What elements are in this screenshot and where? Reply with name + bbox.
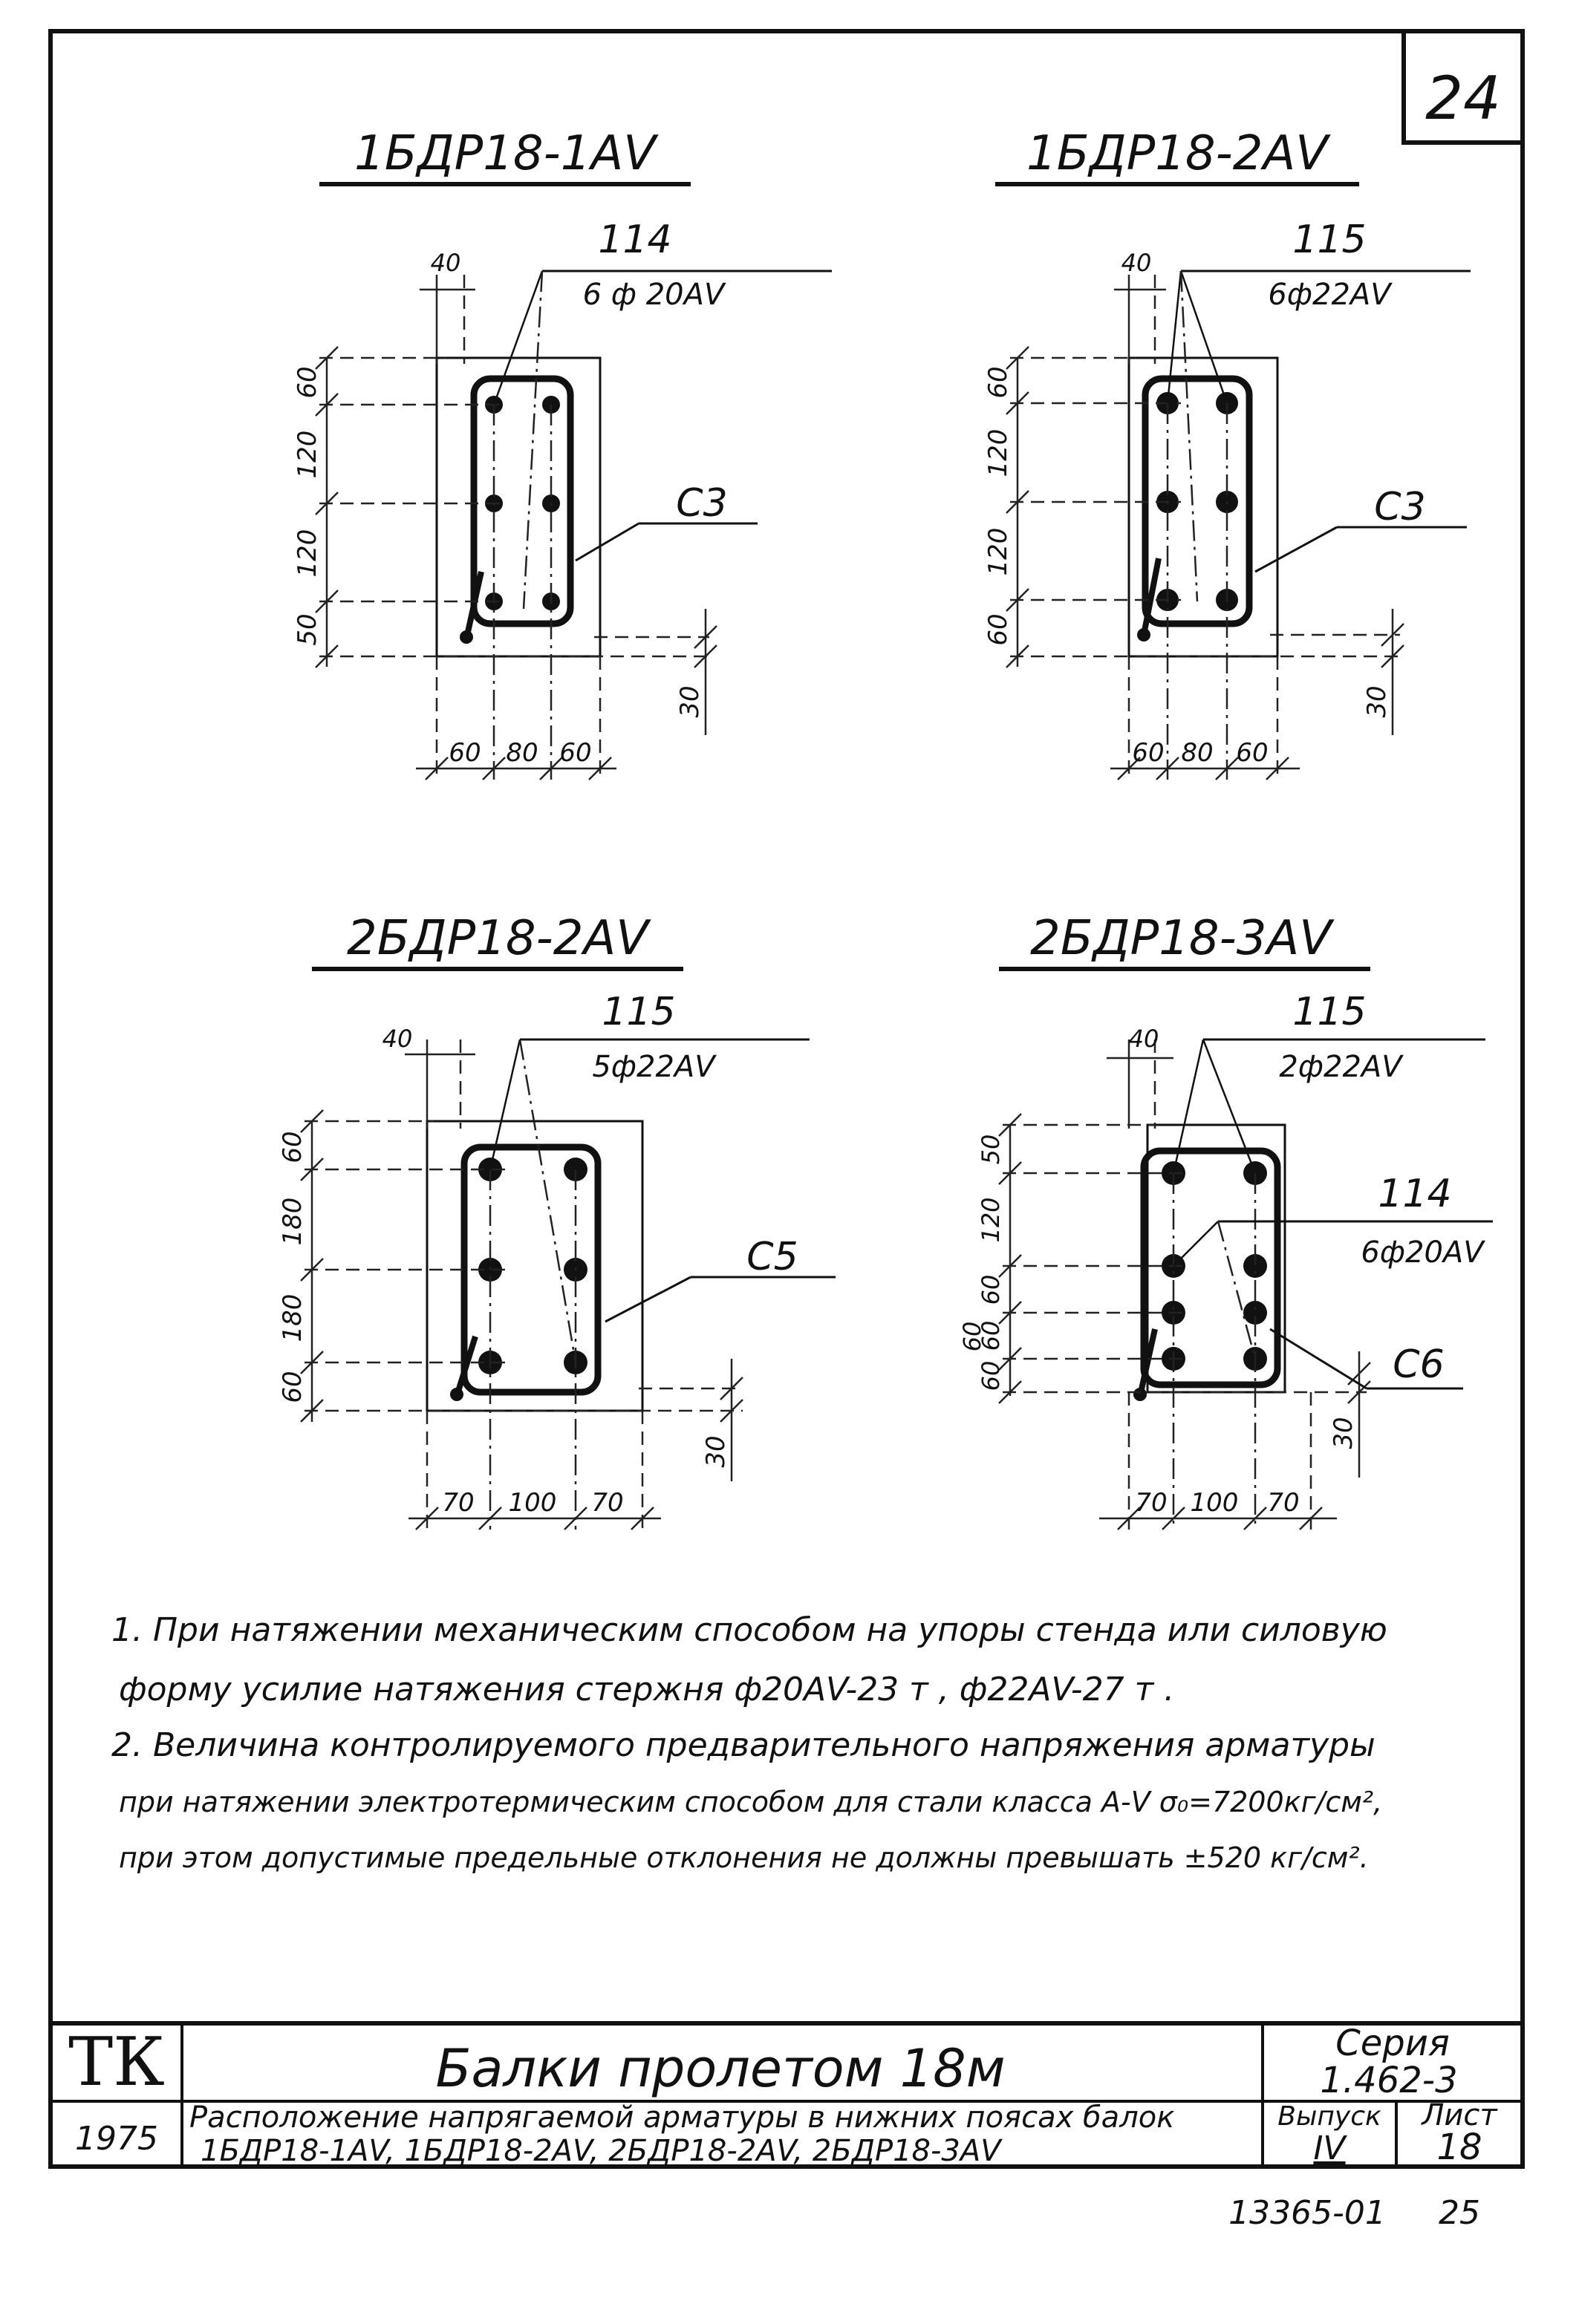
sheet-label: Лист bbox=[1420, 2098, 1498, 2132]
hdim: 70 bbox=[442, 1488, 474, 1518]
section-2bdr18-2av: 2БДР18-2АV 60 180 180 60 30 bbox=[278, 911, 836, 1530]
concrete-outline bbox=[426, 1120, 644, 1412]
note-line: при этом допустимые предельные отклонени… bbox=[119, 1841, 1369, 1874]
rebar-mark: 115 bbox=[602, 990, 675, 1034]
vdim: 60 bbox=[278, 1371, 307, 1403]
vdim: 180 bbox=[278, 1294, 307, 1342]
cover-dim: 40 bbox=[1129, 1025, 1159, 1053]
rebar bbox=[1243, 1301, 1267, 1325]
stirrup bbox=[470, 375, 574, 627]
hdim: 100 bbox=[509, 1488, 557, 1518]
rebar-mark: 114 bbox=[598, 218, 671, 262]
rebar bbox=[1243, 1254, 1267, 1278]
bottom-dim: 30 bbox=[701, 1435, 731, 1467]
vdim: 60 bbox=[977, 1321, 1005, 1351]
corner-number: 24 bbox=[1425, 64, 1501, 133]
issue-value: IV bbox=[1313, 2129, 1347, 2167]
vdim: 50 bbox=[977, 1135, 1005, 1165]
hdim: 80 bbox=[1181, 738, 1213, 768]
stirrup bbox=[1140, 1147, 1281, 1388]
sheet-value: 18 bbox=[1436, 2126, 1482, 2168]
section-title: 1БДР18-2АV bbox=[1026, 126, 1331, 181]
vdim: 120 bbox=[977, 1197, 1005, 1242]
rebar-spec: 5ф22АV bbox=[592, 1050, 717, 1084]
concrete-outline bbox=[435, 356, 602, 658]
section-title: 2БДР18-2АV bbox=[347, 911, 651, 966]
section-2bdr18-3av: 2БДР18-3АV 50 120 60 60 60 60 30 bbox=[958, 911, 1493, 1530]
subtitle-line: 1БДР18-1АV, 1БДР18-2АV, 2БДР18-2АV, 2БДР… bbox=[201, 2134, 1003, 2168]
stirrup-mark: С6 bbox=[1393, 1342, 1444, 1387]
hdim: 70 bbox=[1267, 1488, 1299, 1518]
stirrup-bar bbox=[460, 630, 473, 644]
rebar-spec: 2ф22АV bbox=[1279, 1050, 1404, 1084]
cover-dim: 40 bbox=[431, 249, 461, 277]
bottom-dim: 30 bbox=[1329, 1417, 1358, 1449]
hdim: 100 bbox=[1191, 1488, 1239, 1518]
drawing-title: Балки пролетом 18м bbox=[435, 2038, 1005, 2099]
hdim: 70 bbox=[591, 1488, 623, 1518]
vdim: 120 bbox=[293, 529, 322, 578]
year: 1975 bbox=[75, 2120, 158, 2158]
vdim: 60 bbox=[958, 1322, 986, 1352]
issue-label: Выпуск bbox=[1277, 2101, 1381, 2132]
vdim: 60 bbox=[278, 1131, 307, 1163]
note-line: 2. Величина контролируемого предваритель… bbox=[111, 1726, 1375, 1764]
stirrup-mark: С3 bbox=[1374, 485, 1425, 529]
series-label: Серия bbox=[1335, 2023, 1450, 2064]
note-line: 1. При натяжении механическим способом н… bbox=[111, 1611, 1387, 1649]
hdim: 70 bbox=[1135, 1488, 1167, 1518]
vdim: 60 bbox=[977, 1361, 1005, 1391]
rebar-mark: 115 bbox=[1292, 218, 1366, 262]
vdim: 60 bbox=[983, 613, 1013, 645]
stirrup bbox=[460, 1143, 602, 1396]
hdim: 60 bbox=[559, 738, 591, 768]
archive-page: 25 bbox=[1439, 2194, 1480, 2232]
note-line: форму усилие натяжения стержня ф20АV-23 … bbox=[119, 1671, 1174, 1708]
section-title: 2БДР18-3АV bbox=[1030, 911, 1335, 966]
note-line: при натяжении электротермическим способо… bbox=[119, 1786, 1382, 1818]
cover-dim: 40 bbox=[1121, 249, 1152, 277]
hdim: 60 bbox=[1236, 738, 1268, 768]
cover-dim: 40 bbox=[382, 1025, 413, 1053]
bottom-dim: 30 bbox=[675, 685, 705, 717]
vdim: 120 bbox=[293, 431, 322, 479]
notes: 1. При натяжении механическим способом н… bbox=[111, 1611, 1387, 1874]
bottom-dim: 30 bbox=[1362, 685, 1392, 717]
sheet-frame bbox=[48, 29, 1525, 2169]
rebar-spec-mid: 6ф20АV bbox=[1361, 1236, 1485, 1270]
rebar-mark-mid: 114 bbox=[1378, 1172, 1451, 1216]
subtitle-line: Расположение напрягаемой арматуры в нижн… bbox=[189, 2101, 1174, 2135]
section-1bdr18-2av: 1БДР18-2АV 60 120 120 60 30 bbox=[983, 126, 1471, 780]
stirrup-hook bbox=[463, 571, 484, 639]
corner-number-box bbox=[1401, 29, 1525, 145]
hdim: 60 bbox=[1132, 738, 1164, 768]
section-1bdr18-1av: 1БДР18-1АV 60 120 120 50 30 bbox=[293, 126, 832, 780]
series-value: 1.462-3 bbox=[1320, 2060, 1457, 2101]
vdim: 180 bbox=[278, 1198, 307, 1246]
vdim: 60 bbox=[983, 366, 1013, 398]
vdim: 60 bbox=[977, 1275, 1005, 1305]
hdim: 80 bbox=[506, 738, 538, 768]
vdim: 120 bbox=[983, 528, 1013, 576]
section-title: 1БДР18-1АV bbox=[354, 126, 659, 181]
vdim: 120 bbox=[983, 429, 1013, 477]
rebar-spec: 6ф22АV bbox=[1268, 278, 1393, 312]
stirrup-mark: С3 bbox=[676, 481, 727, 526]
vdim: 60 bbox=[293, 366, 322, 398]
stirrup-mark: С5 bbox=[746, 1235, 798, 1279]
archive-number: 13365-01 bbox=[1228, 2194, 1386, 2232]
tk-logo: ТК bbox=[68, 2023, 165, 2101]
vdim: 50 bbox=[293, 613, 322, 645]
title-block: ТК Балки пролетом 18м Серия 1.462-3 1975… bbox=[51, 2021, 1523, 2168]
rebar-mark: 115 bbox=[1292, 990, 1366, 1034]
rebar-spec: 6 ф 20АV bbox=[583, 278, 726, 312]
hdim: 60 bbox=[449, 738, 481, 768]
